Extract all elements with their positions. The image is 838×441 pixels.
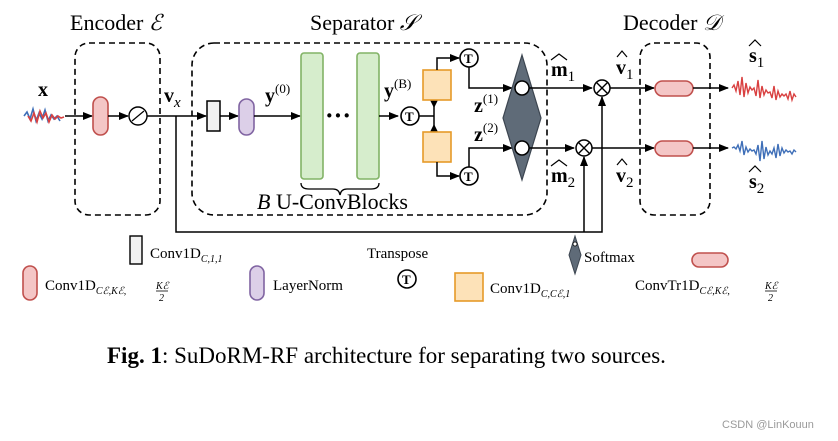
layernorm-block <box>238 98 255 136</box>
svg-text:T: T <box>405 109 414 124</box>
encoder-conv1d <box>92 96 109 136</box>
input-waveform <box>23 105 65 125</box>
legend: Conv1DC,1,1 Transpose T Softmax Conv1DCℰ… <box>22 234 779 304</box>
legend-conv-enc-swatch <box>22 265 38 301</box>
legend-conv1x1-swatch <box>129 235 143 265</box>
separator-box <box>191 42 548 216</box>
legend-conv-enc-frac-den: 2 <box>159 293 164 304</box>
m1-label: m1 <box>551 59 575 85</box>
blocks-label: B U-ConvBlocks <box>257 189 408 214</box>
legend-transpose-label: Transpose <box>367 246 428 262</box>
legend-layernorm-swatch <box>249 265 265 301</box>
decoder-convtr-bottom <box>654 140 694 157</box>
input-label: x <box>38 79 48 101</box>
relu-icon <box>128 106 148 126</box>
svg-text:T: T <box>402 272 411 287</box>
legend-conv-enc-label: Conv1DCℰ,Kℰ, <box>45 278 126 297</box>
uconv-block-first <box>300 52 324 180</box>
legend-convtr-label: ConvTr1DCℰ,Kℰ, <box>635 278 730 297</box>
v1-label: v1 <box>616 57 634 83</box>
multiply-icon-bottom <box>575 139 593 157</box>
legend-softmax-swatch <box>568 234 582 276</box>
figure-caption: Fig. 1: SuDoRM-RF architecture for separ… <box>107 343 666 368</box>
decoder-box <box>639 42 711 216</box>
blocks-brace <box>300 182 380 196</box>
v2-label: v2 <box>616 165 634 191</box>
conv-cc-block-top <box>422 69 452 101</box>
softmax-shape <box>502 52 542 183</box>
z1-label: z(1) <box>474 91 498 117</box>
vx-label: vx <box>164 85 181 111</box>
svg-text:T: T <box>464 51 473 66</box>
transpose-icon: T <box>400 106 420 126</box>
svg-text:Encoder ℰ: Encoder ℰ <box>70 10 165 35</box>
svg-text:Separator 𝒮: Separator 𝒮 <box>310 10 423 35</box>
m2-label: m2 <box>551 165 575 191</box>
legend-conv-cc-label: Conv1DC,Cℰ,1 <box>490 281 570 300</box>
separator-title: Separator 𝒮 <box>310 10 423 35</box>
yB-label: y(B) <box>384 76 411 102</box>
conv-cc-block-bottom <box>422 131 452 163</box>
svg-text:Decoder 𝒟: Decoder 𝒟 <box>623 10 725 35</box>
output-waveform-s1 <box>731 76 797 103</box>
blocks-dots: ··· <box>325 101 351 130</box>
legend-convtr-frac-num: Kℰ <box>764 281 779 292</box>
legend-conv-cc-swatch <box>454 272 484 302</box>
legend-convtr-swatch <box>691 252 729 268</box>
legend-softmax-label: Softmax <box>584 250 635 266</box>
uconv-block-last <box>356 52 380 180</box>
transpose-icon-top: T <box>459 48 479 68</box>
z2-label: z(2) <box>474 120 498 146</box>
conv1x1-block <box>206 100 221 132</box>
decoder-convtr-top <box>654 80 694 97</box>
legend-layernorm-label: LayerNorm <box>273 278 343 294</box>
legend-transpose-icon: T <box>397 269 417 289</box>
decoder-title: Decoder 𝒟 <box>623 10 725 35</box>
s2-label: s2 <box>749 171 764 197</box>
multiply-icon-top <box>593 79 611 97</box>
watermark: CSDN @LinKouun <box>722 419 814 431</box>
legend-conv-enc-frac-num: Kℰ <box>155 281 170 292</box>
y0-label: y(0) <box>265 81 290 107</box>
transpose-icon-bottom: T <box>459 166 479 186</box>
legend-convtr-frac-den: 2 <box>768 293 773 304</box>
legend-conv1x1-label: Conv1DC,1,1 <box>150 246 223 265</box>
encoder-box <box>74 42 161 216</box>
s1-label: s1 <box>749 45 764 71</box>
svg-text:T: T <box>464 169 473 184</box>
output-waveform-s2 <box>731 140 797 162</box>
encoder-title: Encoder ℰ <box>70 10 165 35</box>
